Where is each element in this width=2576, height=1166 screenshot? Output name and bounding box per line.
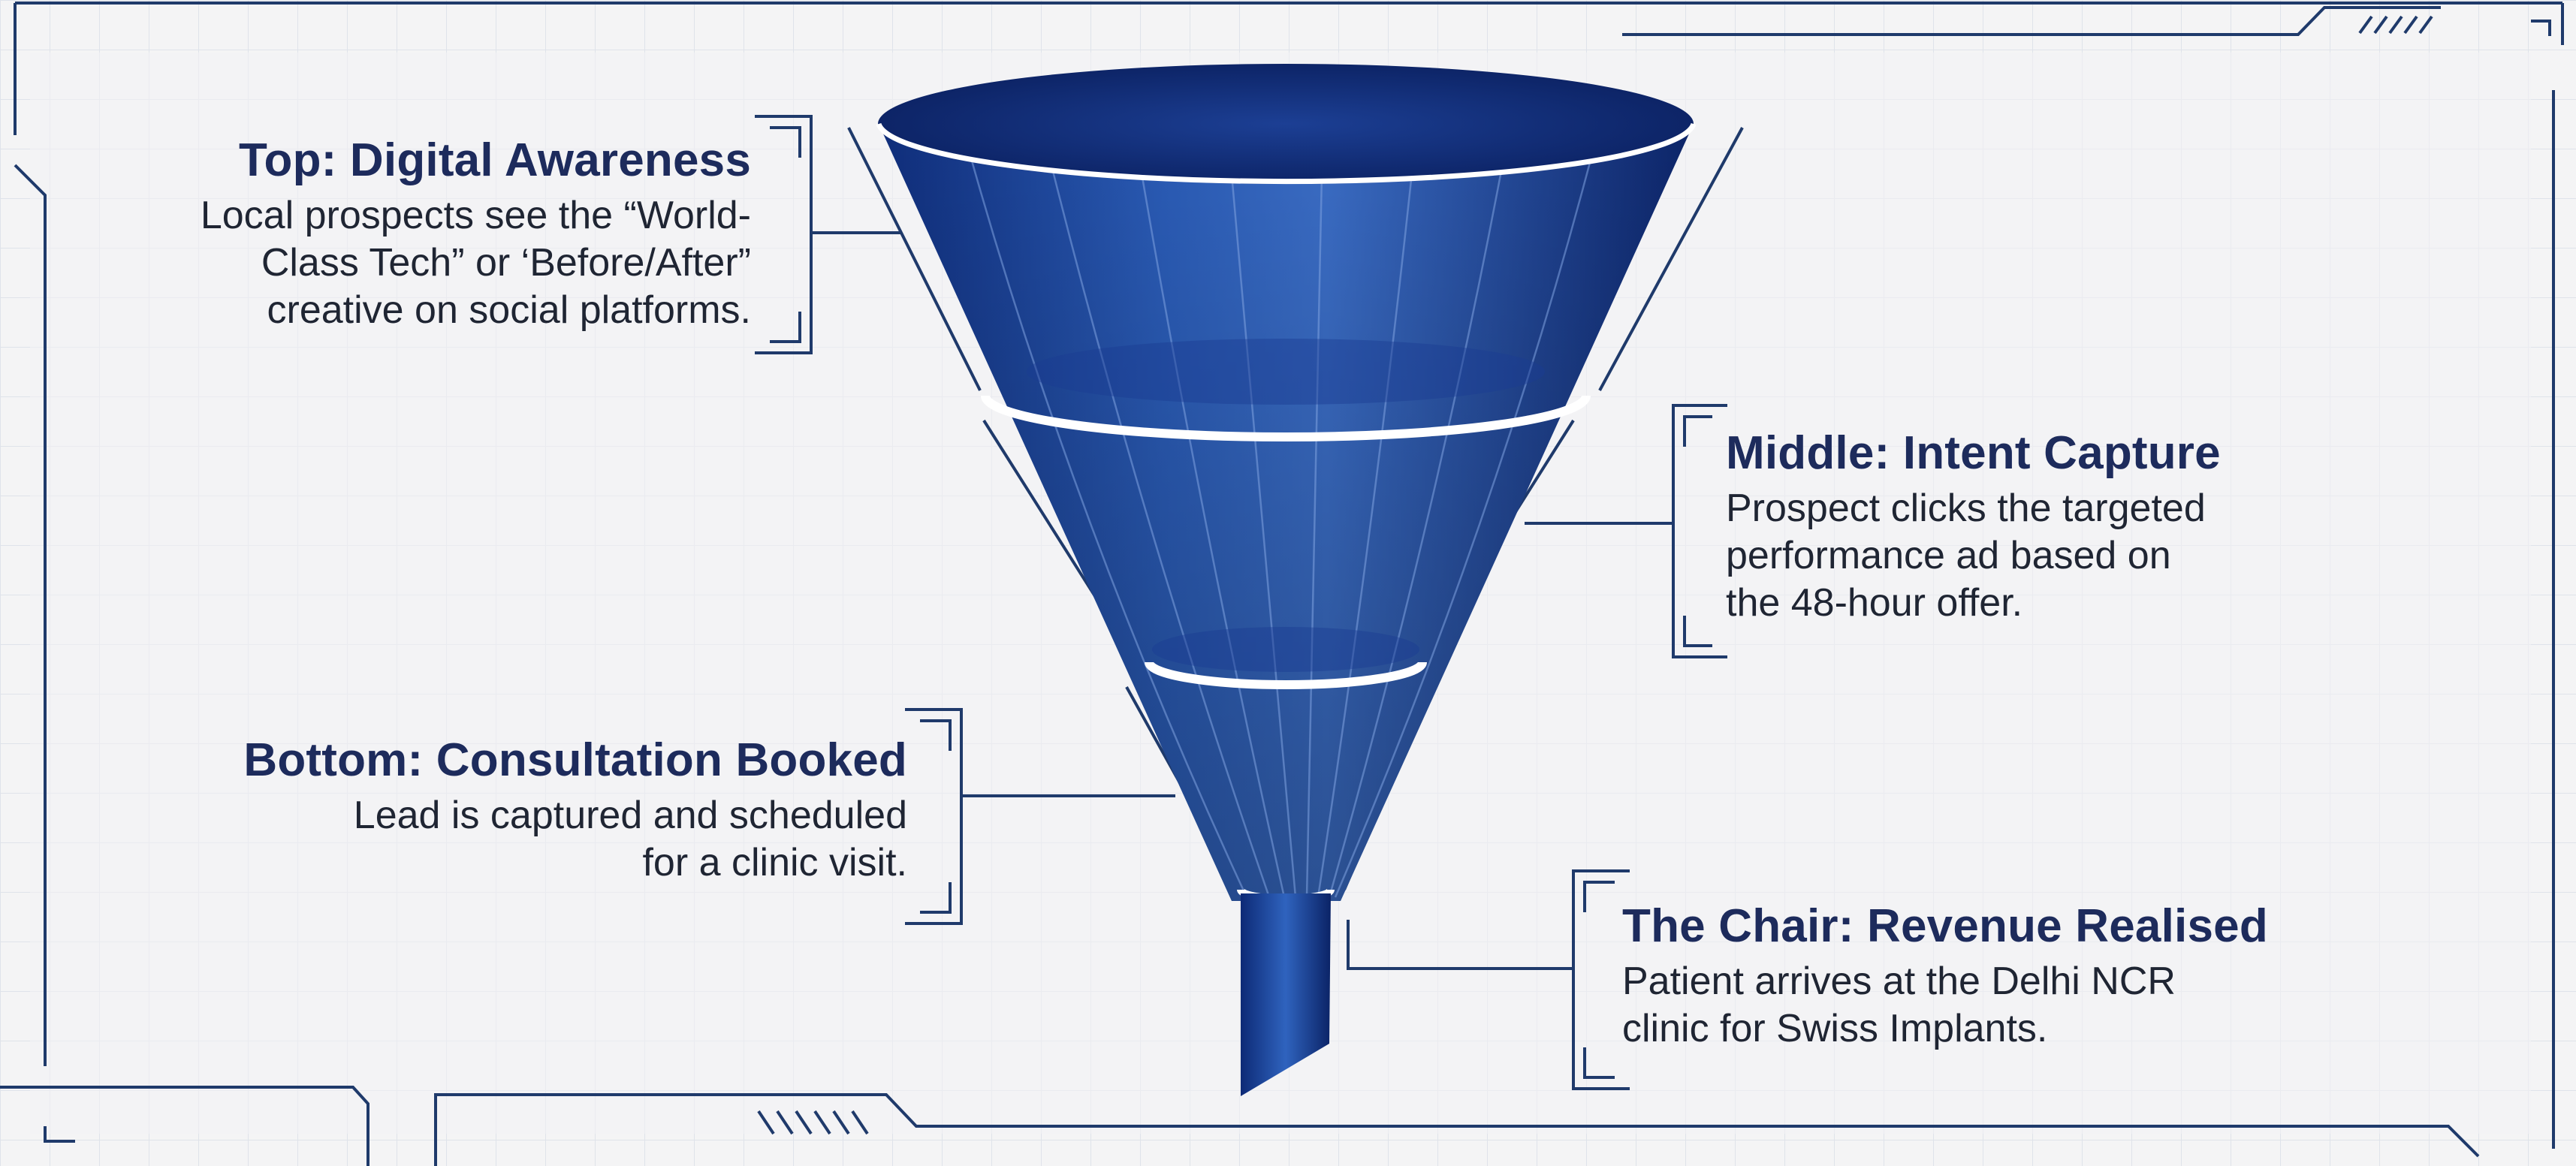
stage-bottom-desc-line: for a clinic visit. bbox=[642, 841, 907, 884]
stage-bottom-title: Bottom: Consultation Booked bbox=[243, 734, 907, 786]
stage-middle-desc-line: performance ad based on bbox=[1726, 534, 2171, 577]
stage-chair-desc-line: clinic for Swiss Implants. bbox=[1622, 1007, 2048, 1050]
stage-top-desc-line: Local prospects see the “World- bbox=[200, 194, 751, 237]
stage-top-description: Local prospects see the “World- Class Te… bbox=[15, 192, 751, 334]
stage-top-desc-line: Class Tech” or ‘Before/After” bbox=[261, 241, 751, 285]
stage-middle-label: Middle: Intent Capture Prospect clicks t… bbox=[1726, 426, 2514, 627]
stage-chair-desc-line: Patient arrives at the Delhi NCR bbox=[1622, 960, 2176, 1003]
stage-middle-desc-line: Prospect clicks the targeted bbox=[1726, 487, 2206, 530]
funnel-cone bbox=[876, 64, 1697, 902]
stage-middle-desc-line: the 48-hour offer. bbox=[1726, 581, 2023, 625]
stage-top-title: Top: Digital Awareness bbox=[239, 134, 751, 186]
stage-top-desc-line: creative on social platforms. bbox=[267, 288, 752, 332]
hatch-marks bbox=[757, 15, 2433, 1135]
funnel-spout bbox=[1241, 893, 1331, 1096]
stage-middle-title: Middle: Intent Capture bbox=[1726, 427, 2221, 479]
stage-middle-description: Prospect clicks the targeted performance… bbox=[1726, 485, 2514, 627]
connectors bbox=[755, 115, 1727, 1090]
ring-top-middle bbox=[981, 395, 1591, 441]
ring-middle-bottom bbox=[1145, 661, 1427, 689]
stage-top-label: Top: Digital Awareness Local prospects s… bbox=[15, 134, 751, 334]
stage-chair-title: The Chair: Revenue Realised bbox=[1622, 900, 2268, 952]
stage-chair-description: Patient arrives at the Delhi NCR clinic … bbox=[1622, 958, 2523, 1053]
stage-chair-label: The Chair: Revenue Realised Patient arri… bbox=[1622, 899, 2523, 1053]
stage-bottom-description: Lead is captured and scheduled for a cli… bbox=[44, 792, 907, 887]
stage-bottom-label: Bottom: Consultation Booked Lead is capt… bbox=[44, 734, 907, 887]
stage-bottom-desc-line: Lead is captured and scheduled bbox=[353, 794, 907, 837]
